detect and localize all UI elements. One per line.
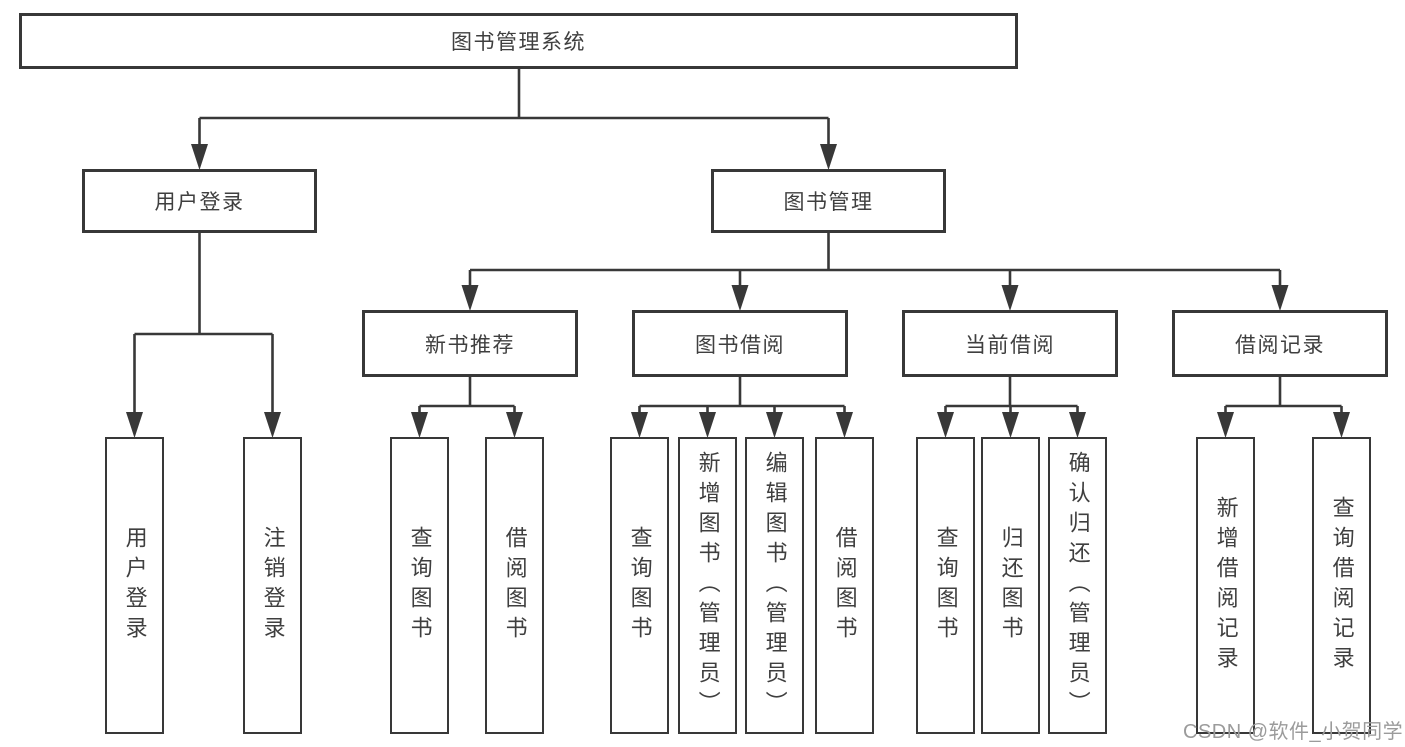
- leaf-query-books-1: 查询图书: [390, 437, 449, 734]
- node-library-management-system: 图书管理系统: [19, 13, 1018, 69]
- node-new-book-recommend: 新书推荐: [362, 310, 578, 377]
- leaf-label: 编辑图书（管理员）: [762, 450, 788, 721]
- leaf-label: 查询图书: [407, 525, 433, 646]
- leaf-confirm-return-admin: 确认归还（管理员）: [1048, 437, 1107, 734]
- watermark: CSDN @软件_小贺同学: [1183, 721, 1404, 743]
- node-label: 新书推荐: [425, 333, 515, 357]
- node-book-management-branch: 图书管理: [711, 169, 946, 233]
- node-book-borrowing: 图书借阅: [632, 310, 848, 377]
- node-borrow-records: 借阅记录: [1172, 310, 1388, 377]
- leaf-label: 新增借阅记录: [1213, 495, 1239, 676]
- leaf-label: 查询图书: [627, 525, 653, 646]
- node-label: 图书管理系统: [451, 31, 586, 54]
- leaf-user-login: 用户登录: [105, 437, 164, 734]
- leaf-label: 归还图书: [998, 525, 1024, 646]
- node-label: 图书借阅: [695, 333, 785, 357]
- leaf-label: 借阅图书: [832, 525, 858, 646]
- leaf-edit-books-admin: 编辑图书（管理员）: [745, 437, 804, 734]
- leaf-label: 用户登录: [122, 525, 148, 646]
- leaf-borrow-books-2: 借阅图书: [815, 437, 874, 734]
- leaf-logout: 注销登录: [243, 437, 302, 734]
- leaf-add-books-admin: 新增图书（管理员）: [678, 437, 737, 734]
- leaf-label: 借阅图书: [502, 525, 528, 646]
- leaf-add-borrow-record: 新增借阅记录: [1196, 437, 1255, 734]
- leaf-label: 确认归还（管理员）: [1065, 450, 1091, 721]
- node-label: 当前借阅: [965, 333, 1055, 357]
- leaf-label: 注销登录: [260, 525, 286, 646]
- node-current-borrowing: 当前借阅: [902, 310, 1118, 377]
- node-label: 借阅记录: [1235, 333, 1325, 357]
- leaf-query-books-2: 查询图书: [610, 437, 669, 734]
- leaf-query-books-3: 查询图书: [916, 437, 975, 734]
- leaf-label: 查询图书: [933, 525, 959, 646]
- leaf-label: 新增图书（管理员）: [695, 450, 721, 721]
- leaf-query-borrow-record: 查询借阅记录: [1312, 437, 1371, 734]
- node-label: 图书管理: [783, 191, 874, 214]
- leaf-return-books: 归还图书: [981, 437, 1040, 734]
- node-label: 用户登录: [154, 191, 245, 214]
- leaf-label: 查询借阅记录: [1329, 495, 1355, 676]
- leaf-borrow-books-1: 借阅图书: [485, 437, 544, 734]
- node-user-login-branch: 用户登录: [82, 169, 317, 233]
